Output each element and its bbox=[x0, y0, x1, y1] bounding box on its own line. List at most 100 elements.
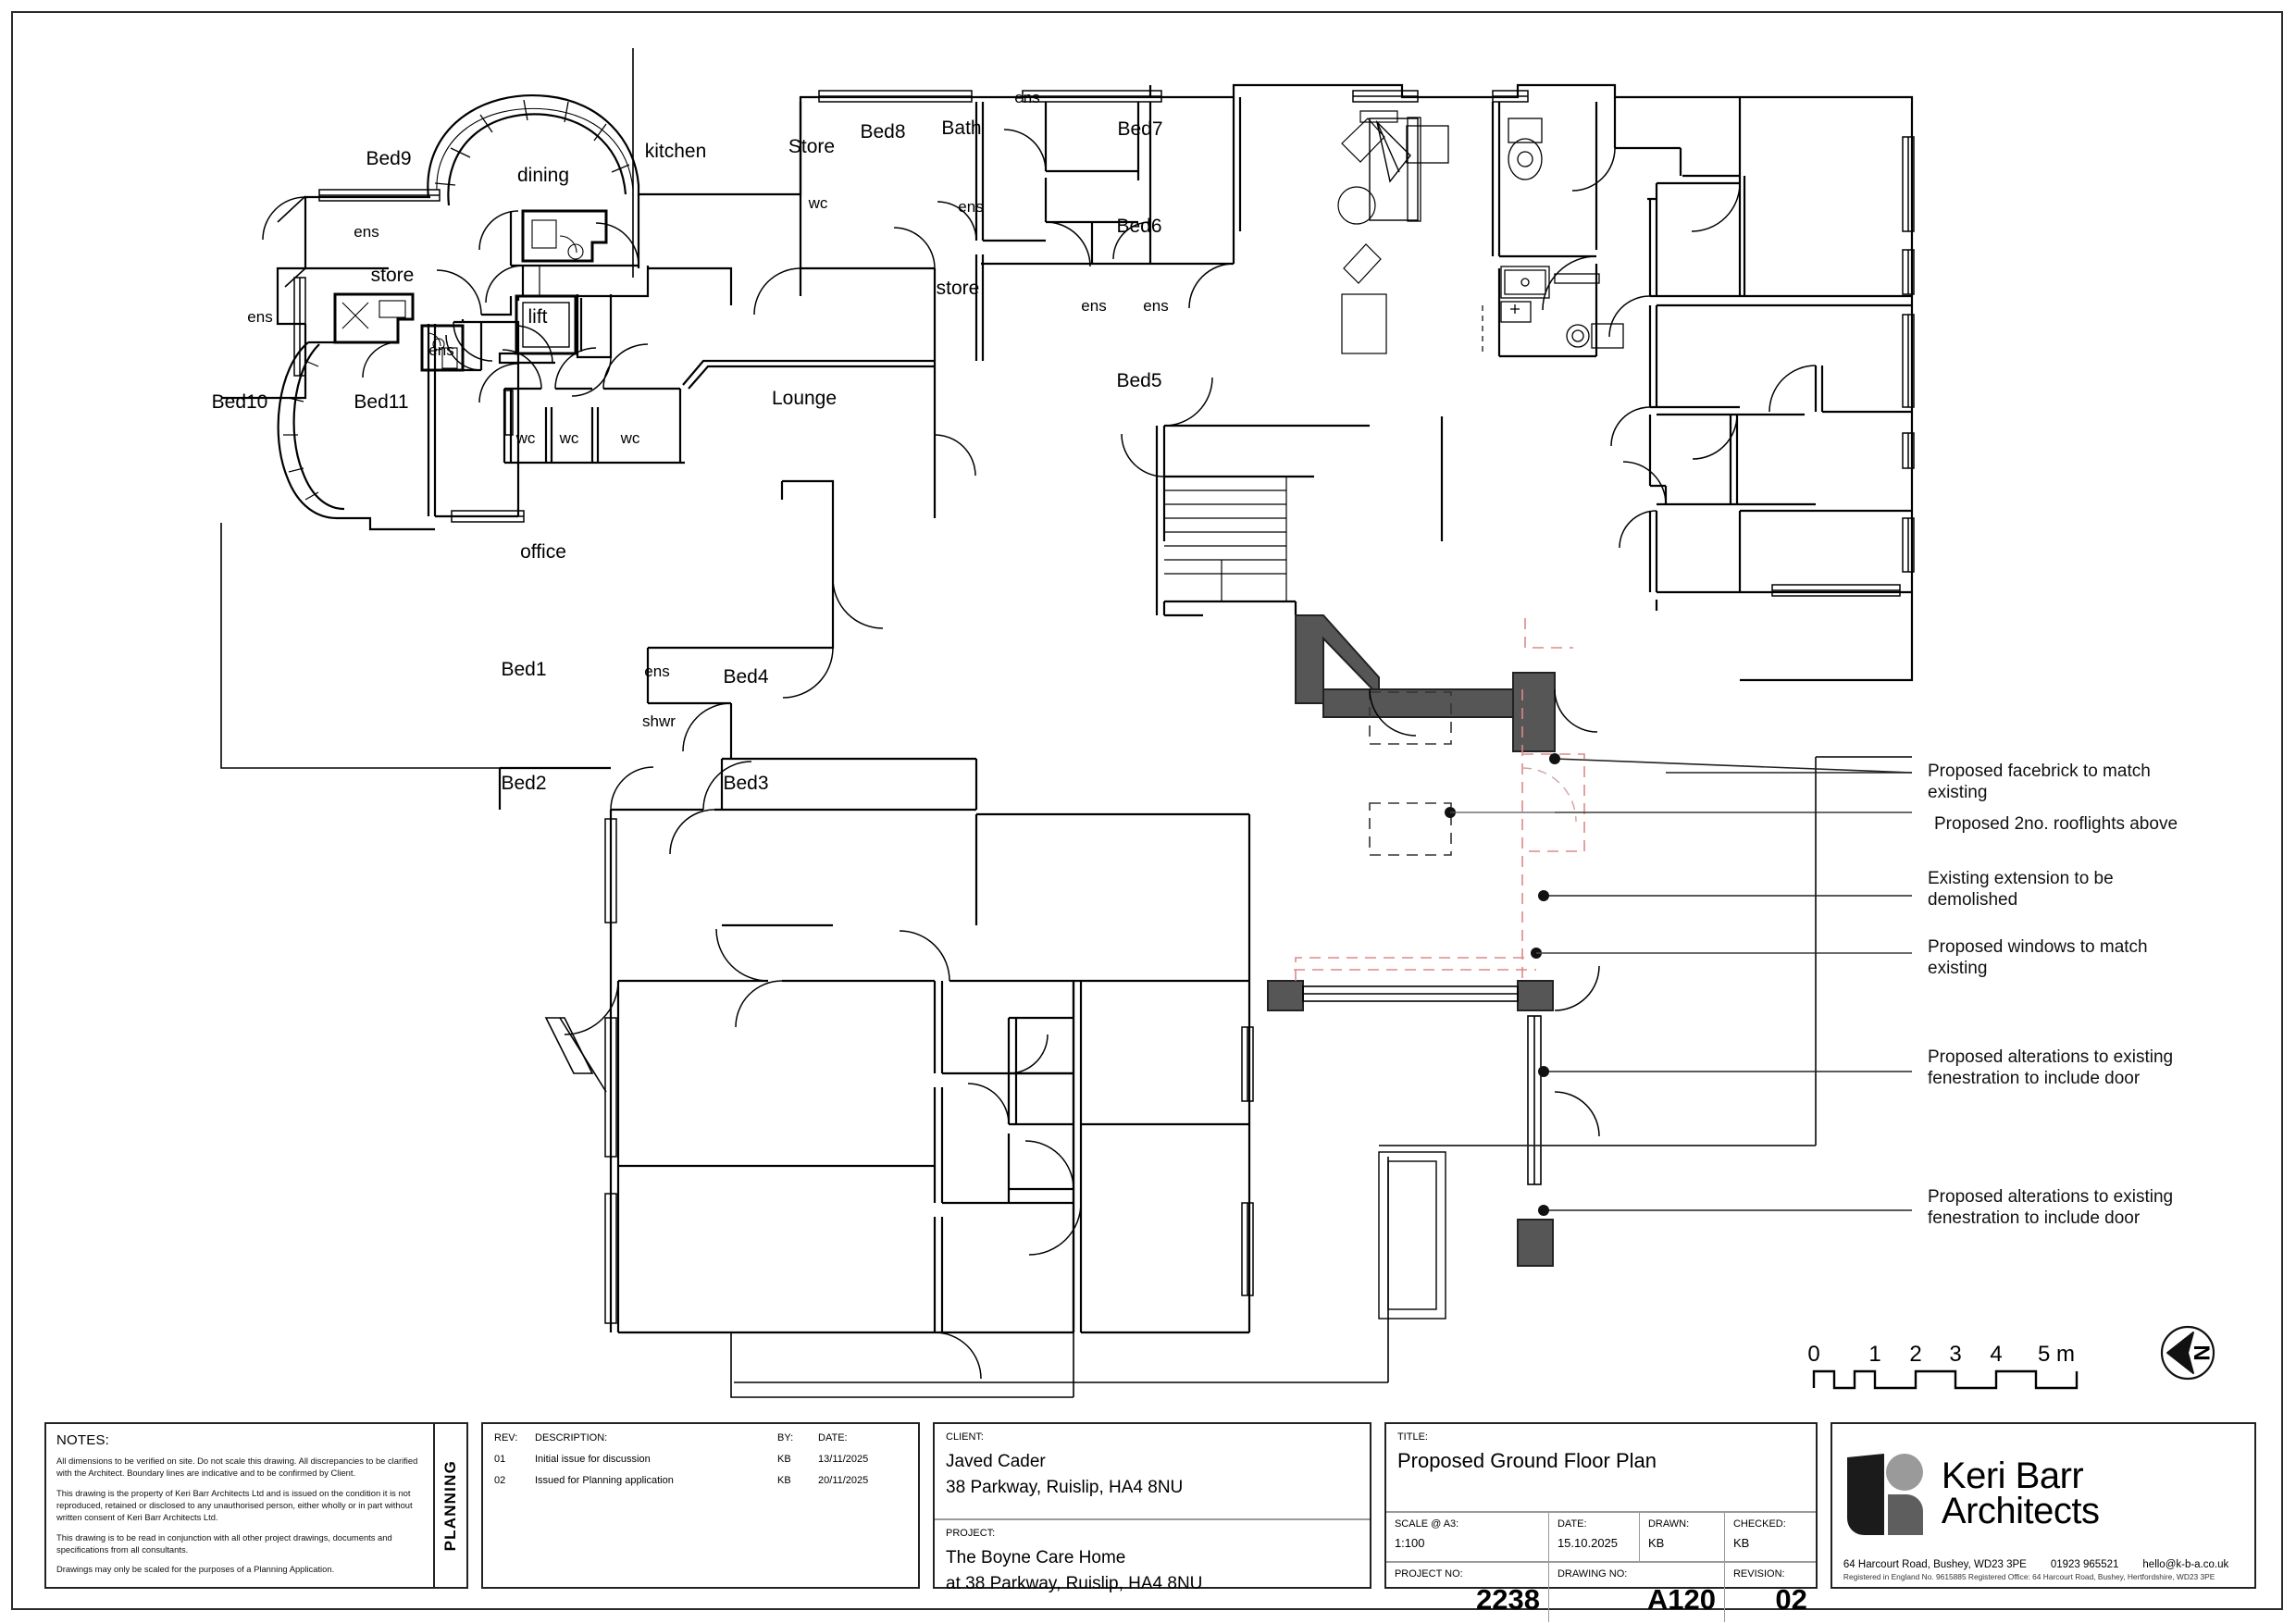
date-value: 15.10.2025 bbox=[1557, 1536, 1619, 1550]
client-project-panel: CLIENT: Javed Cader 38 Parkway, Ruislip,… bbox=[933, 1422, 1371, 1593]
room-label-wc: wc bbox=[808, 194, 828, 212]
date-field: DATE: 15.10.2025 bbox=[1549, 1513, 1640, 1561]
revision-row-rev: 01 bbox=[494, 1454, 506, 1465]
room-label-lounge: Lounge bbox=[771, 388, 838, 409]
notes-heading: NOTES: bbox=[56, 1432, 110, 1448]
notes-paragraph-4: Drawings may only be scaled for the purp… bbox=[56, 1564, 335, 1575]
drawing-no-caption: DRAWING NO: bbox=[1557, 1568, 1628, 1580]
notes-panel: NOTES: All dimensions to be verified on … bbox=[44, 1422, 468, 1589]
room-label-ens: ens bbox=[958, 198, 984, 216]
client-block: CLIENT: Javed Cader 38 Parkway, Ruislip,… bbox=[935, 1424, 1370, 1520]
project-block: PROJECT: The Boyne Care Home at 38 Parkw… bbox=[935, 1520, 1370, 1604]
annotation-callout-4: Proposed windows to match existing bbox=[1928, 937, 2148, 979]
room-label-office: office bbox=[520, 541, 566, 563]
annotation-callout-6: Proposed alterations to existing fenestr… bbox=[1928, 1187, 2174, 1229]
scale-tick-1: 1 bbox=[1868, 1342, 1881, 1367]
room-label-ens: ens bbox=[354, 223, 379, 241]
room-label-bed2: Bed2 bbox=[501, 773, 547, 794]
north-arrow-label: N bbox=[2189, 1344, 2214, 1361]
title-caption: TITLE: bbox=[1396, 1431, 1428, 1443]
revision-row-by: KB bbox=[777, 1454, 791, 1465]
room-label-bed7: Bed7 bbox=[1117, 118, 1163, 140]
keri-barr-logo-icon bbox=[1846, 1453, 1923, 1535]
room-label-wc: wc bbox=[620, 429, 640, 447]
revision-field: REVISION: 02 bbox=[1725, 1563, 1816, 1622]
scale-tick-2: 2 bbox=[1909, 1342, 1922, 1367]
drawing-no-value: A120 bbox=[1646, 1583, 1716, 1616]
practice-name-line1: Keri Barr bbox=[1941, 1456, 2084, 1497]
room-label-store: store bbox=[936, 278, 980, 299]
revision-row-date: 13/11/2025 bbox=[818, 1454, 869, 1465]
scale-value: 1:100 bbox=[1394, 1536, 1425, 1550]
room-label-ens: ens bbox=[247, 308, 273, 326]
revision-header-date: DATE: bbox=[818, 1432, 848, 1443]
room-label-ens: ens bbox=[644, 663, 670, 680]
room-label-bath: Bath bbox=[941, 118, 982, 139]
scale-field: SCALE @ A3: 1:100 bbox=[1386, 1513, 1549, 1561]
title-block: NOTES: All dimensions to be verified on … bbox=[44, 1422, 2256, 1622]
practice-email: hello@k-b-a.co.uk bbox=[2142, 1559, 2229, 1570]
revision-header-description: DESCRIPTION: bbox=[535, 1432, 608, 1443]
room-label-bed8: Bed8 bbox=[860, 121, 906, 142]
revision-row-rev: 02 bbox=[494, 1475, 506, 1486]
date-caption: DATE: bbox=[1557, 1518, 1587, 1530]
revision-header-rev: REV: bbox=[494, 1432, 518, 1443]
project-no-field: PROJECT NO: 2238 bbox=[1386, 1563, 1549, 1622]
drawing-title: Proposed Ground Floor Plan bbox=[1396, 1449, 1657, 1472]
room-label-bed3: Bed3 bbox=[723, 773, 769, 794]
revision-row-date: 20/11/2025 bbox=[818, 1475, 869, 1486]
project-no-value: 2238 bbox=[1475, 1583, 1540, 1616]
checked-caption: CHECKED: bbox=[1732, 1518, 1786, 1530]
revision-row-by: KB bbox=[777, 1475, 791, 1486]
scale-tick-0: 0 bbox=[1807, 1342, 1820, 1367]
practice-address: 64 Harcourt Road, Bushey, WD23 3PE bbox=[1843, 1559, 2027, 1570]
revision-header-by: BY: bbox=[777, 1432, 794, 1443]
title-field: TITLE: Proposed Ground Floor Plan bbox=[1385, 1424, 1816, 1513]
practice-name-line2: Architects bbox=[1941, 1490, 2100, 1531]
room-label-wc: wc bbox=[559, 429, 579, 447]
room-label-bed11: Bed11 bbox=[354, 391, 409, 413]
room-label-wc: wc bbox=[515, 429, 536, 447]
client-name: Javed Cader bbox=[946, 1452, 1046, 1471]
notes-paragraph-3: This drawing is to be read in conjunctio… bbox=[56, 1531, 392, 1555]
annotation-callout-3: Existing extension to be demolished bbox=[1928, 869, 2114, 911]
scale-tick-5: 5 m bbox=[2037, 1342, 2076, 1367]
room-label-bed9: Bed9 bbox=[366, 148, 412, 169]
room-label-ens: ens bbox=[1081, 297, 1107, 315]
room-label-dining: dining bbox=[516, 165, 570, 186]
scale-tick-3: 3 bbox=[1949, 1342, 1962, 1367]
project-address: at 38 Parkway, Ruislip, HA4 8NU bbox=[946, 1573, 1203, 1593]
room-label-bed4: Bed4 bbox=[723, 666, 769, 688]
sheet-border bbox=[11, 11, 2283, 1610]
practice-registration: Registered in England No. 9615885 Regist… bbox=[1843, 1572, 2215, 1581]
client-caption: CLIENT: bbox=[946, 1431, 984, 1443]
scale-tick-4: 4 bbox=[1990, 1342, 2003, 1367]
drawn-value: KB bbox=[1647, 1536, 1665, 1550]
room-label-ens: ens bbox=[1014, 89, 1040, 106]
notes-paragraph-2: This drawing is the property of Keri Bar… bbox=[56, 1487, 413, 1523]
project-no-caption: PROJECT NO: bbox=[1394, 1568, 1463, 1580]
planning-stamp-text: PLANNING bbox=[441, 1459, 459, 1552]
scale-caption: SCALE @ A3: bbox=[1394, 1518, 1459, 1530]
revision-table: REV: DESCRIPTION: BY: DATE: 01 Initial i… bbox=[481, 1422, 921, 1589]
client-address: 38 Parkway, Ruislip, HA4 8NU bbox=[946, 1477, 1184, 1497]
project-caption: PROJECT: bbox=[946, 1528, 996, 1539]
room-label-ens: ens bbox=[428, 341, 454, 359]
annotation-callout-5: Proposed alterations to existing fenestr… bbox=[1928, 1047, 2174, 1089]
revision-caption: REVISION: bbox=[1732, 1568, 1785, 1580]
drawing-no-field: DRAWING NO: A120 bbox=[1549, 1563, 1725, 1622]
room-label-bed10: Bed10 bbox=[211, 391, 268, 413]
checked-value: KB bbox=[1732, 1536, 1750, 1550]
project-name: The Boyne Care Home bbox=[946, 1548, 1126, 1567]
notes-paragraph-1: All dimensions to be verified on site. D… bbox=[56, 1456, 418, 1479]
checked-field: CHECKED: KB bbox=[1725, 1513, 1816, 1561]
room-label-bed1: Bed1 bbox=[501, 659, 547, 680]
room-label-store: store bbox=[370, 265, 415, 286]
planning-stamp: PLANNING bbox=[433, 1424, 466, 1587]
room-label-shwr: shwr bbox=[642, 712, 676, 730]
room-label-kitchen: kitchen bbox=[644, 141, 707, 162]
revision-row-description: Initial issue for discussion bbox=[535, 1454, 651, 1465]
annotation-callout-2: Proposed 2no. rooflights above bbox=[1934, 814, 2178, 834]
room-label-bed5: Bed5 bbox=[1116, 370, 1162, 391]
